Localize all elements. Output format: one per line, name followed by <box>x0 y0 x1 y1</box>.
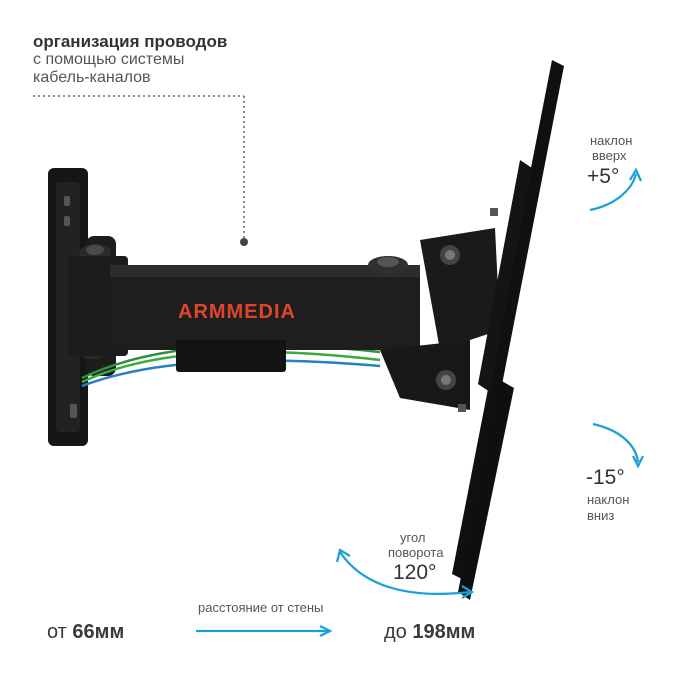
distance-to-value: 198мм <box>412 621 476 643</box>
swivel-value: 120° <box>393 561 437 584</box>
tilt-down-label-1: наклон <box>587 492 630 507</box>
swivel-label-1: угол <box>400 530 426 545</box>
tilt-down-arrow-icon <box>592 422 644 469</box>
callout-line-3: кабель-каналов <box>33 69 151 86</box>
swivel-label-2: поворота <box>388 545 444 560</box>
brand-logo: ARMMEDIA <box>178 301 296 323</box>
tilt-down-label-2: вниз <box>587 508 615 523</box>
callout-title: организация проводов <box>33 32 228 51</box>
arm <box>68 256 420 372</box>
distance-arrow-icon <box>196 625 333 637</box>
distance-to-prefix: до <box>384 621 407 643</box>
tilt-up-value: +5° <box>587 165 620 188</box>
vesa-plate <box>452 60 564 600</box>
distance-from-prefix: от <box>47 621 67 643</box>
callout-line-2: с помощью системы <box>33 51 185 68</box>
distance-to: до 198мм <box>384 621 475 644</box>
tilt-up-label-1: наклон <box>590 133 633 148</box>
tilt-down-value: -15° <box>586 466 625 489</box>
swivel-arrow-icon <box>335 548 475 599</box>
distance-from-value: 66мм <box>72 621 125 643</box>
tilt-up-arrow-icon <box>589 167 643 212</box>
callout-leader <box>33 95 248 246</box>
distance-from: от 66мм <box>47 621 124 644</box>
tilt-head <box>380 228 500 410</box>
distance-caption: расстояние от стены <box>198 600 324 615</box>
tilt-up-label-2: вверх <box>592 148 627 163</box>
